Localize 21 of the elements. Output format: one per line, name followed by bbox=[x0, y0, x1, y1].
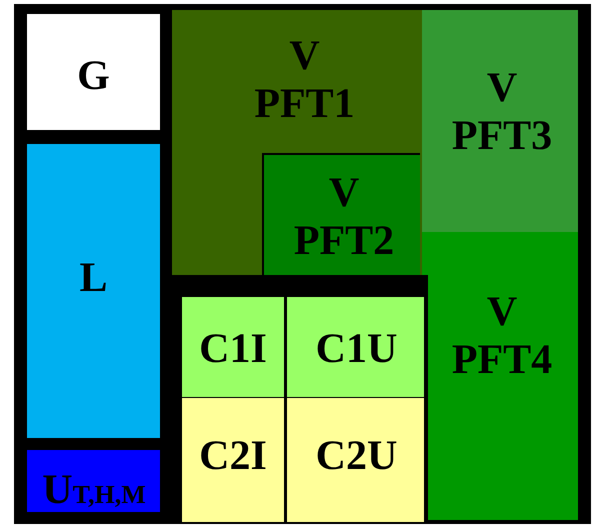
region-label: L bbox=[78, 254, 108, 302]
region-box bbox=[182, 398, 284, 522]
region-box bbox=[285, 398, 424, 522]
region-box bbox=[172, 10, 422, 275]
region-label: V PFT2 bbox=[292, 169, 396, 266]
region-box bbox=[262, 153, 420, 275]
region-label: C2U bbox=[314, 432, 398, 480]
region-label: V PFT4 bbox=[450, 288, 554, 385]
region-label: V PFT1 bbox=[253, 32, 356, 129]
region-box bbox=[27, 144, 160, 438]
region-box bbox=[422, 232, 578, 520]
region-box bbox=[27, 14, 160, 130]
region-label: V PFT3 bbox=[450, 64, 554, 161]
region-box bbox=[182, 297, 284, 397]
region-box bbox=[27, 450, 160, 512]
region-label: C2I bbox=[198, 432, 268, 480]
region-label: C1I bbox=[198, 325, 268, 374]
region-box bbox=[422, 10, 578, 232]
region-label: C1U bbox=[314, 325, 398, 374]
region-label: G bbox=[76, 52, 111, 100]
region-box bbox=[285, 297, 424, 397]
